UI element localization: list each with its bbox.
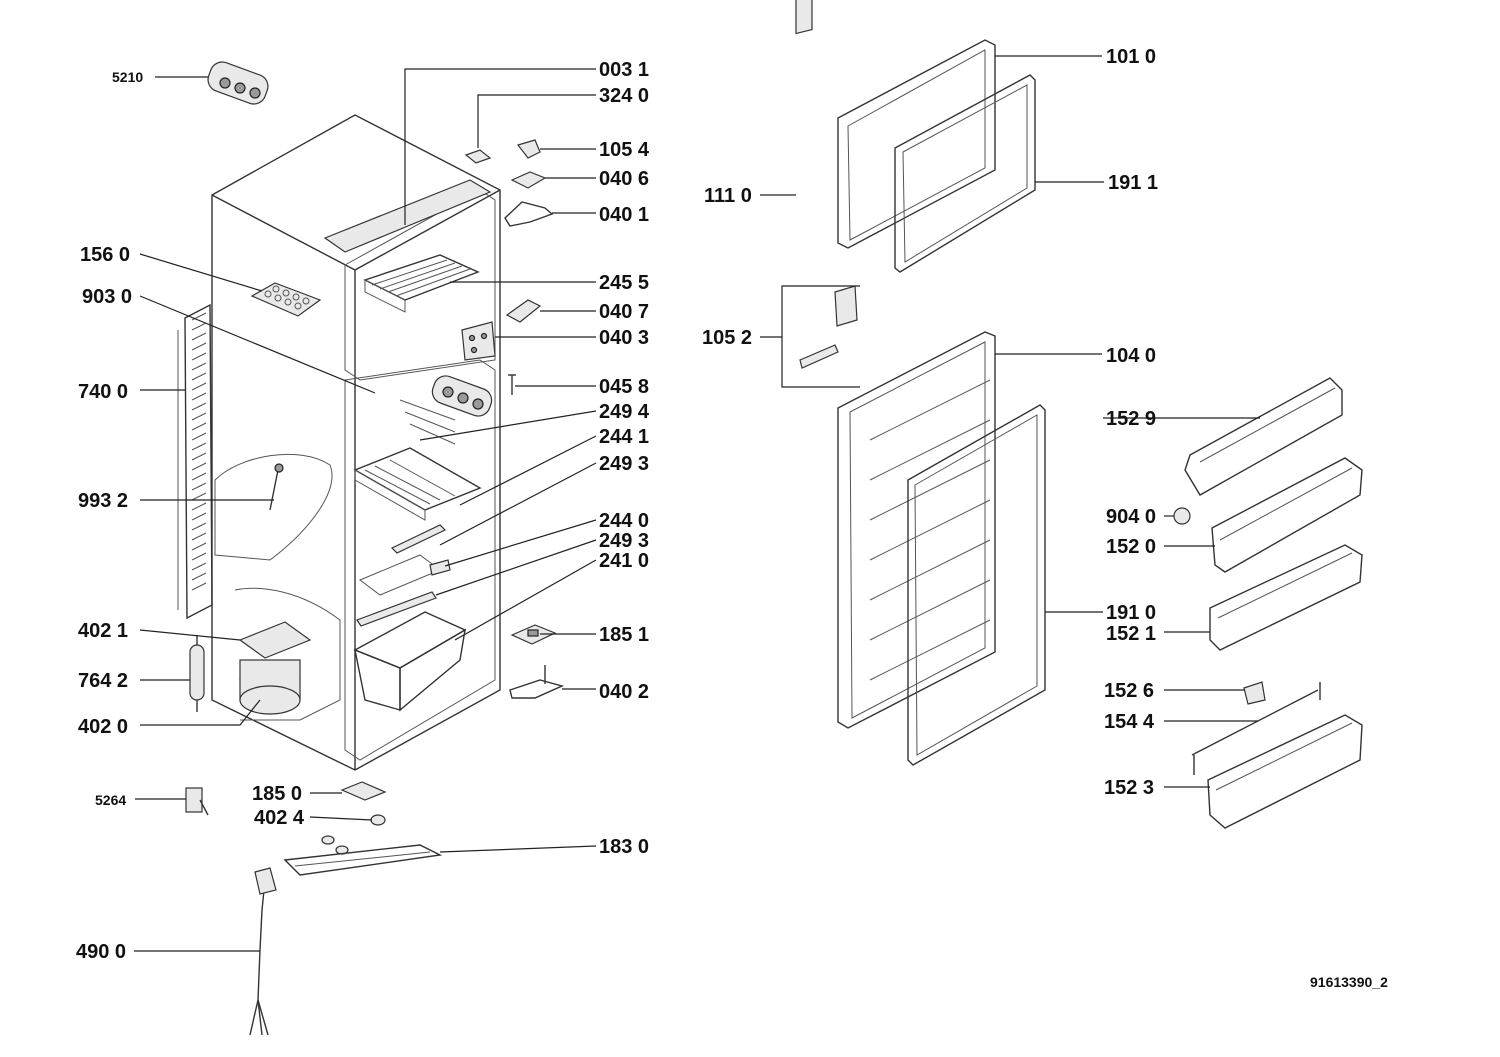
power-cord [249,867,277,1036]
callout-4900: 490 0 [76,941,126,963]
refrigerator-cabinet [211,114,501,771]
ice-tray [250,282,322,317]
callout-1526: 152 6 [1104,680,1154,702]
evaporator-plate [214,453,333,561]
callout-9040: 904 0 [1106,506,1156,528]
callout-4021: 402 1 [78,620,128,642]
callout-1040: 104 0 [1106,345,1156,367]
callout-3240: 324 0 [599,85,649,107]
freezer-wire-shelf [363,254,480,313]
callout-2440: 244 0 [599,510,649,532]
callout-1560: 156 0 [80,244,130,266]
callout-1054: 105 4 [599,139,650,161]
callout-1523: 152 3 [1104,777,1154,799]
base-parts [283,781,443,876]
callout-1910: 191 0 [1106,602,1156,624]
door-bin-upper [1211,457,1363,573]
callout-7642: 764 2 [78,670,128,692]
callout-0407: 040 7 [599,301,649,323]
callout-0458: 045 8 [599,376,649,398]
middle-hinge [461,299,542,361]
crisper-drawer [353,611,467,712]
callout-1520: 152 0 [1106,536,1156,558]
bottom-hinge-parts [509,624,565,699]
callout-1850: 185 0 [252,783,302,805]
compressor [234,587,341,721]
callout-9030: 903 0 [82,286,132,308]
callout-1010: 101 0 [1106,46,1156,68]
inner-control-unit [431,375,493,417]
callout-1110: 111 0 [704,185,752,207]
callout-0406: 040 6 [599,168,649,190]
door-bin-lower [1207,714,1363,829]
fridge-door [837,331,1046,766]
callout-labels: 5210 003 1 324 0 105 4 040 6 040 1 156 0… [76,46,1388,990]
callout-1830: 183 0 [599,836,649,858]
door-hinge-bracket [799,285,858,369]
callout-2441: 244 1 [599,426,649,448]
leader-lines [134,55,1260,952]
callout-7400: 740 0 [78,381,128,403]
hinge-screw [508,374,516,395]
freezer-door [795,0,1036,273]
callout-4024: 402 4 [254,807,305,829]
callout-1544: 154 4 [1104,711,1155,733]
callout-9932: 993 2 [78,490,128,512]
callout-0401: 040 1 [599,204,649,226]
condenser-coil [177,303,213,620]
callout-2410: 241 0 [599,550,649,572]
filter-drier [189,635,205,712]
callout-2493-a: 249 3 [599,453,649,475]
dairy-compartment [1184,377,1343,496]
drawing-number: 91613390_2 [1310,974,1388,990]
relay-part [185,787,209,816]
egg-holder [1173,507,1191,525]
callout-2493-b: 249 3 [599,530,649,552]
callout-2494: 249 4 [599,401,650,423]
callout-0402: 040 2 [599,681,649,703]
callout-1529: 152 9 [1106,408,1156,430]
callout-5264: 5264 [95,792,126,808]
callout-0031: 003 1 [599,59,649,81]
callout-2455: 245 5 [599,272,649,294]
callout-1052: 105 2 [702,327,752,349]
callout-1851: 185 1 [599,624,649,646]
fridge-shelves [353,399,482,627]
callout-4020: 402 0 [78,716,128,738]
callout-5210: 5210 [112,69,143,85]
bottle-retainer [1191,681,1321,775]
callout-1911: 191 1 [1108,172,1158,194]
thermostat-housing [207,61,269,105]
callout-0403: 040 3 [599,327,649,349]
hinge-parts-top [464,139,554,227]
door-bin-middle [1209,544,1363,651]
callout-1521: 152 1 [1106,623,1156,645]
